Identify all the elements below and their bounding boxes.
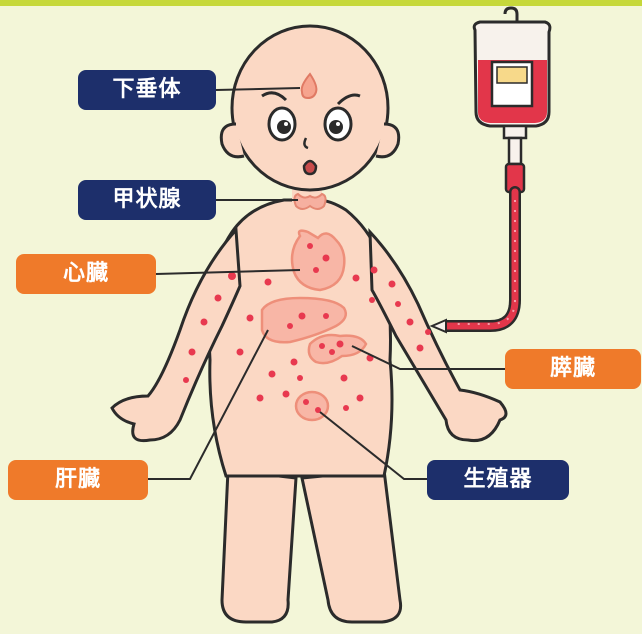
liver-organ [260, 296, 347, 344]
heart-organ [290, 229, 346, 292]
label-pituitary: 下垂体 [78, 70, 216, 110]
label-heart: 心臓 [16, 254, 156, 294]
rash-spots [183, 243, 431, 413]
eyes [267, 106, 353, 142]
thyroid-organ [293, 192, 327, 210]
label-thyroid: 甲状腺 [78, 180, 216, 220]
blood-transfusion-bag-icon [429, 6, 552, 334]
top-accent-bar [0, 0, 642, 6]
label-pancreas: 膵臓 [505, 349, 641, 389]
pancreas-organ [307, 333, 368, 365]
label-liver: 肝臓 [8, 460, 148, 500]
label-genital: 生殖器 [427, 460, 569, 500]
pituitary-organ [300, 72, 318, 100]
child-figure [110, 24, 508, 624]
leader-lines [148, 87, 505, 480]
